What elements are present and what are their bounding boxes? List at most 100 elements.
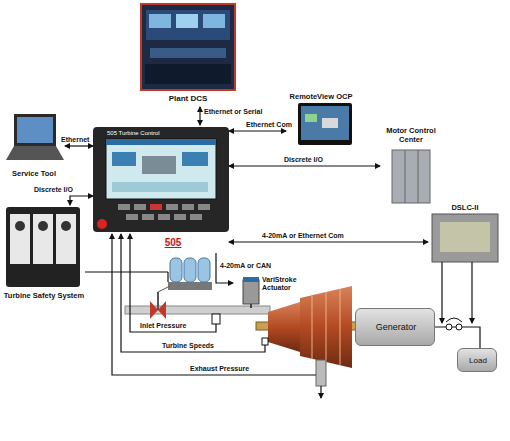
- plant-dcs-picture: [141, 4, 235, 90]
- breaker-arc: [446, 318, 462, 322]
- connector: [229, 130, 286, 131]
- node-caption: 505: [153, 237, 193, 249]
- monitor-display: [301, 106, 349, 140]
- key: [166, 204, 178, 210]
- safety-module: [33, 214, 53, 264]
- edge-layer: [65, 107, 480, 348]
- exhaust-pipe: [316, 360, 326, 386]
- display-bar: [106, 139, 216, 145]
- generator-box: Generator: [355, 308, 435, 346]
- controller-bezel: [93, 127, 229, 232]
- screen-item: [305, 114, 317, 122]
- load-box: Load: [457, 348, 497, 372]
- cabinet: [392, 150, 430, 203]
- sense-wire: [441, 262, 442, 323]
- dcs-screen: [149, 14, 171, 28]
- node-title: Service Tool: [3, 170, 65, 179]
- breaker-contact: [446, 324, 452, 330]
- casing-stripe: [326, 292, 327, 362]
- display-block: [182, 152, 208, 166]
- pressure-sensor: [212, 314, 220, 324]
- laptop-base: [6, 146, 64, 160]
- cabinet-seam: [418, 150, 419, 203]
- key: [198, 204, 210, 210]
- laptop-lid: [14, 114, 56, 146]
- linkage: [158, 286, 170, 292]
- servo-cylinder: [198, 258, 210, 282]
- dcs-frame: [141, 4, 235, 90]
- node-title: 505 Turbine Control: [107, 130, 207, 137]
- exhaust-arrow: [320, 386, 321, 398]
- screen-item: [322, 118, 338, 128]
- dcs-screen: [203, 14, 225, 28]
- key: [190, 214, 202, 220]
- motor-control-center-picture: [392, 150, 430, 203]
- safety-system-node: Turbine Safety System: [3, 205, 85, 317]
- connector: [229, 241, 428, 242]
- safety-module: [56, 214, 76, 264]
- servo-base: [168, 282, 212, 290]
- safety-system-picture: [6, 207, 80, 287]
- dslc-picture: [432, 214, 498, 323]
- turbine-casing: [268, 302, 300, 352]
- safety-panel: [6, 207, 80, 287]
- monitor-frame: [298, 103, 352, 145]
- actuator-cap: [243, 277, 259, 282]
- actuator-body: [243, 280, 259, 304]
- connector: [229, 165, 380, 166]
- edge-label: Ethernet Com: [246, 121, 306, 129]
- edge-label: Discrete I/O: [284, 156, 344, 164]
- connector: [435, 327, 480, 348]
- dslc-face: [440, 222, 490, 252]
- edge-label: Ethernet: [61, 136, 101, 144]
- remoteview-screen: [298, 103, 352, 145]
- key: [158, 214, 170, 220]
- module-display: [15, 221, 25, 231]
- display-block: [112, 152, 136, 166]
- breaker-contact: [456, 324, 462, 330]
- module-display: [61, 221, 71, 231]
- key: [150, 204, 162, 210]
- controller-node: 505 Turbine Control 505: [93, 125, 229, 253]
- 505-controller-picture: [93, 127, 229, 232]
- node-title: DSLC-II: [428, 204, 502, 213]
- edge-label: Discrete I/O: [34, 186, 94, 194]
- node-title: Plant DCS: [140, 94, 236, 103]
- stop-button: [97, 219, 107, 229]
- servo-cylinder: [170, 258, 182, 282]
- circuit-breaker: [446, 318, 462, 330]
- exhaust-pressure-wire: [112, 234, 316, 375]
- dcs-wall: [146, 10, 230, 40]
- cabinet-seam: [405, 150, 406, 203]
- connector: [70, 196, 93, 205]
- key: [126, 214, 138, 220]
- node-title: Motor Control Center: [380, 127, 442, 144]
- dcs-node: Plant DCS: [140, 3, 236, 107]
- steam-pipe: [125, 306, 270, 314]
- turbine-picture: [256, 286, 358, 398]
- speed-wire: [121, 234, 265, 352]
- signal-label: Inlet Pressure: [140, 322, 210, 330]
- turbine-casing: [300, 286, 352, 368]
- laptop-picture: [6, 114, 64, 160]
- key: [174, 214, 186, 220]
- key: [134, 204, 146, 210]
- node-title: VariStroke Actuator: [262, 276, 307, 292]
- actuator-stem: [250, 304, 252, 308]
- key: [142, 214, 154, 220]
- connector: [199, 107, 200, 125]
- node-title: Load: [458, 356, 498, 365]
- casing-stripe: [312, 296, 313, 359]
- edge-label: 4-20mA or CAN: [220, 262, 290, 270]
- display-block: [112, 182, 208, 192]
- dslc-node: DSLC-II: [428, 203, 502, 265]
- laptop-display: [17, 117, 53, 143]
- dcs-desk: [145, 64, 231, 84]
- module-display: [38, 221, 48, 231]
- safety-module: [10, 214, 30, 264]
- remoteview-node: RemoteView OCP: [286, 92, 356, 148]
- servo-cylinder: [184, 258, 196, 282]
- service-tool-node: Service Tool: [3, 110, 65, 180]
